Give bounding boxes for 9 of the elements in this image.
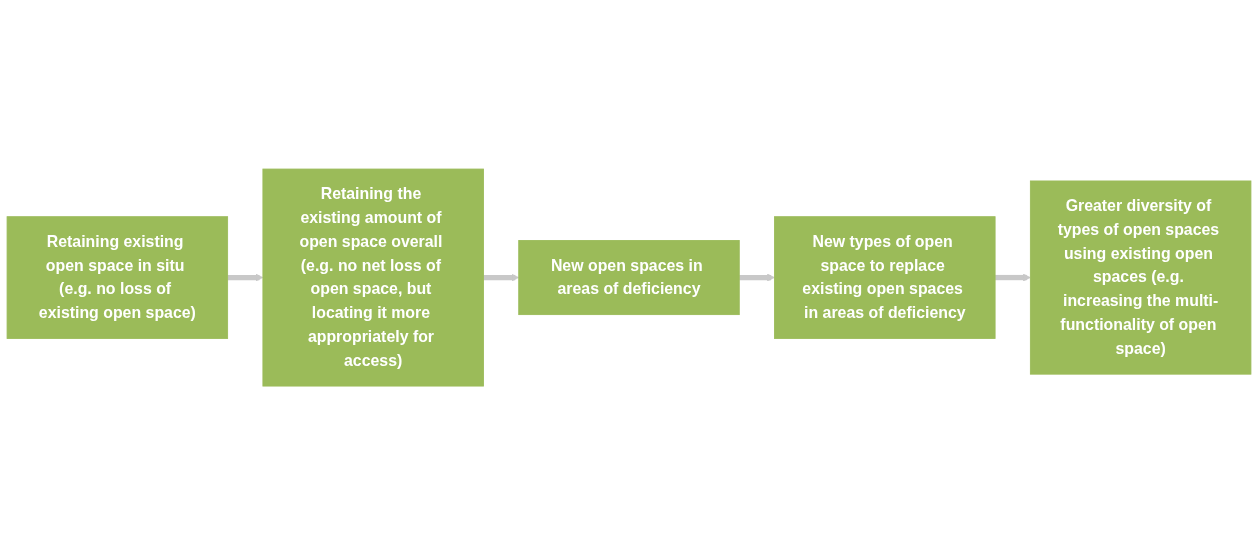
node-box: New open spaces in areas of deficiency <box>518 240 740 316</box>
node-box: New types of open space to replace existing open spaces in areas of deficiency <box>774 216 996 340</box>
node-box: Retaining existing open space in situ (e.g. no loss of existing open space) <box>6 216 229 340</box>
node-box: Retaining the existing amount of open space overall (e.g. no net loss of open space, but locating it more appropriately for access) <box>262 169 484 387</box>
node-box: Greater diversity of types of open spaces using existing open spaces (e.g. increasing the multi-functionality of open space) <box>1029 180 1252 376</box>
arrow <box>995 274 1031 282</box>
arrow <box>483 274 520 282</box>
arrow <box>227 274 264 282</box>
arrow <box>739 274 775 282</box>
